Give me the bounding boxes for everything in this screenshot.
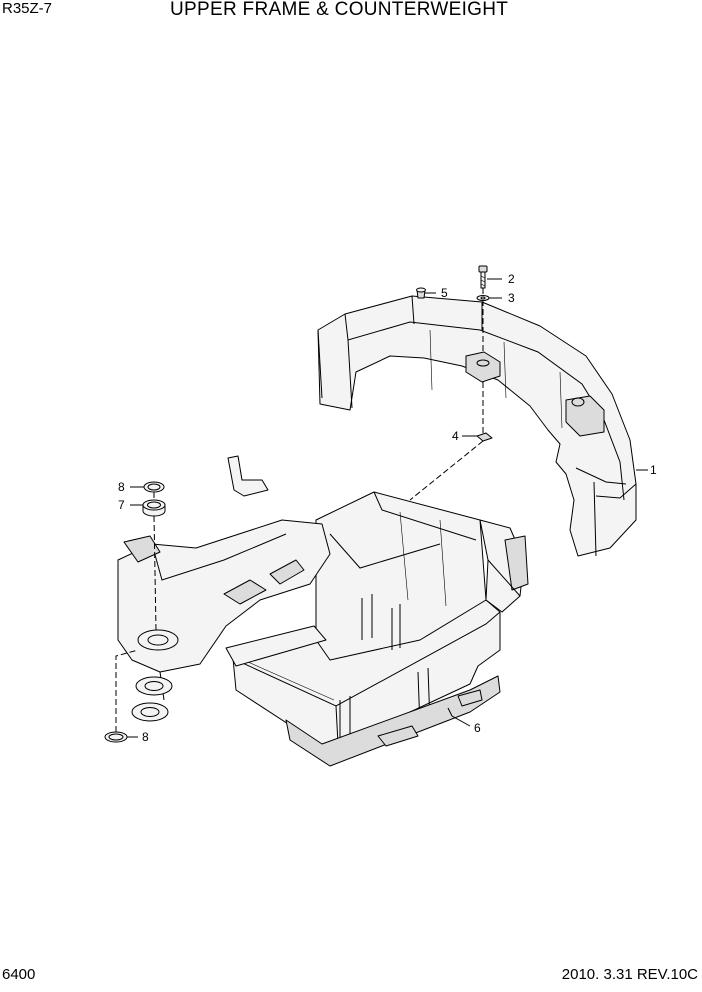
callout-3: 3 [508,291,515,305]
callout-8-upper: 8 [118,480,125,494]
shim-plate [476,432,493,442]
callout-7: 7 [118,498,125,512]
model-code: R35Z-7 [2,0,53,17]
callout-5: 5 [441,286,448,300]
page-title: UPPER FRAME & COUNTERWEIGHT [170,0,509,20]
page-number: 6400 [2,966,36,983]
callout-2: 2 [508,272,515,286]
callout-6: 6 [474,721,481,735]
revision-date: 2010. 3.31 REV.10C [561,966,698,983]
plug [416,287,426,299]
upper-frame [117,455,529,767]
seal-ring-lower [104,731,128,743]
bolt [478,265,488,289]
counterweight [317,295,637,557]
washer [476,295,490,301]
callout-4: 4 [452,429,459,443]
callout-8-lower: 8 [142,730,149,744]
leader-lines [115,278,648,738]
seal-ring-upper [143,481,165,493]
callout-1: 1 [650,463,657,477]
bushing [142,499,166,517]
